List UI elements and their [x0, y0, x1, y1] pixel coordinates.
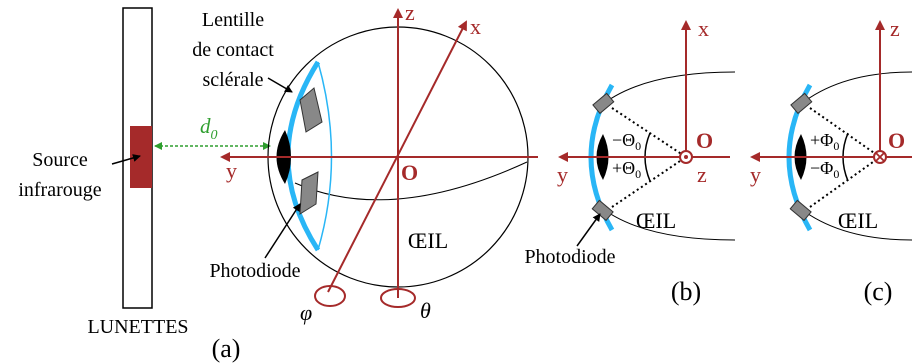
- photodiode-label-b: Photodiode: [524, 246, 615, 268]
- panel-a: LUNETTES Source infrarouge d0 Lentille d…: [18, 0, 538, 363]
- source-pointer: [111, 154, 141, 165]
- z-axis-label: z: [405, 0, 415, 25]
- lens-label-line3: sclérale: [202, 69, 263, 91]
- caption-a: (a): [212, 334, 241, 363]
- photodiode-top: [299, 87, 323, 133]
- eye-equator: [294, 161, 528, 201]
- z-axis-b-dot: [684, 155, 688, 159]
- lens-pointer: [267, 77, 293, 93]
- eye-label-c: ŒIL: [838, 208, 878, 233]
- eye-label-b: ŒIL: [636, 208, 676, 233]
- x-axis: [327, 20, 467, 293]
- z-label-c: z: [890, 16, 900, 41]
- dotted-ray-c-top: [809, 107, 881, 158]
- dotted-ray-c-bottom: [809, 156, 881, 208]
- caption-c: (c): [864, 277, 893, 306]
- caption-b: (b): [671, 277, 701, 306]
- angle-neg-c: −Φ0: [810, 158, 839, 181]
- z-label-b: z: [697, 162, 707, 187]
- x-label-b: x: [698, 16, 709, 41]
- origin-label: O: [401, 160, 418, 185]
- distance-subscript: 0: [211, 128, 218, 143]
- eye-outline-c: [795, 71, 912, 109]
- x-axis-label: x: [470, 14, 481, 39]
- phi-label: φ: [300, 300, 312, 325]
- lens-label-line1: Lentille: [202, 9, 264, 31]
- photodiode-bottom: [299, 171, 319, 215]
- photodiode-pointer-b: [576, 213, 601, 247]
- photodiode-b-top: [592, 92, 615, 115]
- eye-label: ŒIL: [408, 228, 448, 253]
- angle-neg-b: −Θ0: [612, 130, 641, 153]
- panel-b: x y z O −Θ0 +Θ0 ŒIL Photodiode (b): [524, 16, 736, 306]
- photodiode-label: Photodiode: [209, 260, 300, 282]
- y-label-b: y: [557, 162, 568, 187]
- origin-b: O: [696, 128, 713, 153]
- eye-outline-b: [597, 71, 736, 109]
- panel-c: z y O +Φ0 −Φ0 ŒIL (c): [750, 16, 912, 306]
- phi-rotation-arrow: [314, 285, 346, 307]
- y-label-c: y: [750, 162, 761, 187]
- infrared-source: [130, 126, 152, 188]
- photodiode-c-bottom: [789, 199, 812, 222]
- y-axis-label: y: [226, 158, 237, 183]
- origin-c: O: [888, 128, 905, 153]
- theta-rotation-arrow: [380, 288, 416, 308]
- source-label-line1: Source: [32, 149, 88, 171]
- photodiode-pointer: [264, 203, 301, 259]
- angle-pos-c: +Φ0: [810, 130, 839, 153]
- lens-label-line2: de contact: [192, 39, 274, 61]
- x-axis-c-cross: [875, 152, 885, 162]
- distance-label: d0: [200, 114, 218, 143]
- photodiode-b-bottom: [591, 199, 614, 222]
- angle-pos-b: +Θ0: [612, 158, 641, 181]
- theta-label: θ: [420, 298, 431, 323]
- glasses-label: LUNETTES: [87, 316, 188, 338]
- source-label-line2: infrarouge: [18, 179, 101, 201]
- photodiode-c-top: [790, 92, 813, 115]
